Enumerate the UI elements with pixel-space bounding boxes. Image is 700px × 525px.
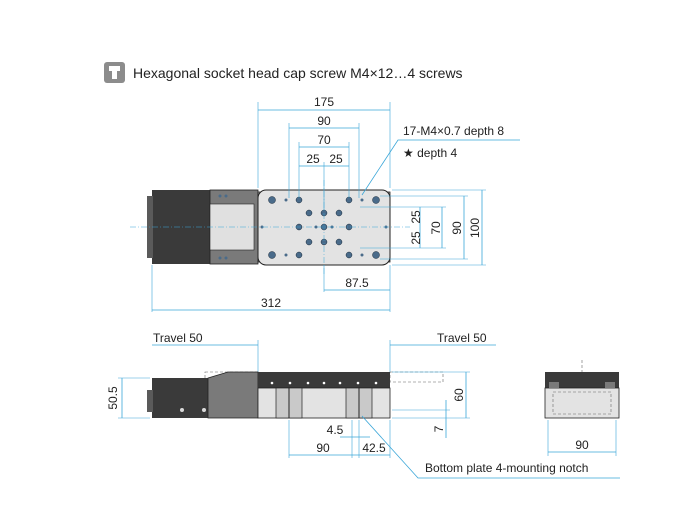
header: Hexagonal socket head cap screw M4×12…4 … <box>104 62 463 83</box>
dim-v25-bottom: 25 <box>409 231 423 245</box>
dim-90: 90 <box>317 114 331 128</box>
dim-175: 175 <box>314 95 334 109</box>
side-table-holes <box>270 381 378 385</box>
end-base <box>544 387 620 419</box>
screw-head-icon-shank <box>112 71 117 79</box>
dim-50-5: 50.5 <box>106 386 120 410</box>
dim-v25-top: 25 <box>409 210 423 224</box>
header-caption: Hexagonal socket head cap screw M4×12…4 … <box>133 65 463 81</box>
dim-42-5: 42.5 <box>362 441 386 455</box>
dim-60: 60 <box>452 388 466 402</box>
notch-leader <box>361 415 620 479</box>
screw-head-icon-cap <box>109 66 120 71</box>
dim-4-5: 4.5 <box>327 423 344 437</box>
end-table <box>545 372 619 388</box>
side-table <box>258 372 390 388</box>
end-dim-90: 90 <box>575 438 589 452</box>
travel-left-label: Travel 50 <box>153 331 203 345</box>
side-view: Travel 50 Travel 50 50.5 <box>106 331 620 479</box>
end-rail-right <box>605 382 615 388</box>
end-view: 90 <box>544 360 620 456</box>
end-rail-left <box>549 382 559 388</box>
top-view: 175 90 70 25 25 87.5 312 17-M4×0.7 depth… <box>130 95 520 312</box>
star-note: ★ depth 4 <box>403 146 457 160</box>
dim-90-side: 90 <box>316 441 330 455</box>
side-housing <box>207 371 259 419</box>
hole-note: 17-M4×0.7 depth 8 <box>403 124 504 138</box>
notch-note: Bottom plate 4-mounting notch <box>425 461 588 475</box>
dim-25-right: 25 <box>329 152 343 166</box>
table-holes <box>268 196 380 259</box>
dim-70: 70 <box>317 133 331 147</box>
side-motor-cap <box>147 390 153 412</box>
dim-v90: 90 <box>450 221 464 235</box>
side-motor-screw-1 <box>180 408 184 412</box>
dim-v100: 100 <box>468 218 482 238</box>
dim-312: 312 <box>261 296 281 310</box>
dim-7: 7 <box>432 425 446 432</box>
dim-25-left: 25 <box>306 152 320 166</box>
top-extension-lines <box>151 102 391 312</box>
hole-note-leader <box>361 139 520 196</box>
side-motor <box>152 378 208 418</box>
dim-87-5: 87.5 <box>345 276 369 290</box>
side-motor-screw-2 <box>202 408 206 412</box>
top-vertical-extensions <box>360 189 486 266</box>
dim-v70: 70 <box>429 221 443 235</box>
travel-right-label: Travel 50 <box>437 331 487 345</box>
travel-right-ghost <box>389 371 444 383</box>
